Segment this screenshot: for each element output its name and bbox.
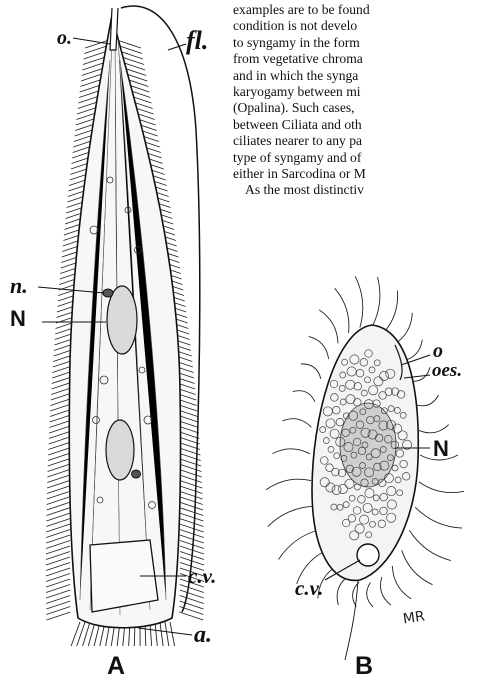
label-a-micronucleus: n. [10,273,28,299]
label-a-macronucleus: N [10,306,26,332]
label-b-nucleus: N [433,436,449,462]
caption-b: B [355,652,373,681]
figure-b-body [312,325,418,660]
label-a-flagellum: fl. [186,26,208,56]
label-a-anus: a. [194,622,212,649]
label-b-oesophagus: oes. [432,360,462,382]
caption-a: A [107,652,125,681]
label-a-oral: o. [57,27,72,50]
artist-signature: MR [402,609,426,628]
label-b-contractile-vacuole: c.v. [295,576,323,601]
label-a-contractile-vacuole: c.v. [188,564,216,589]
